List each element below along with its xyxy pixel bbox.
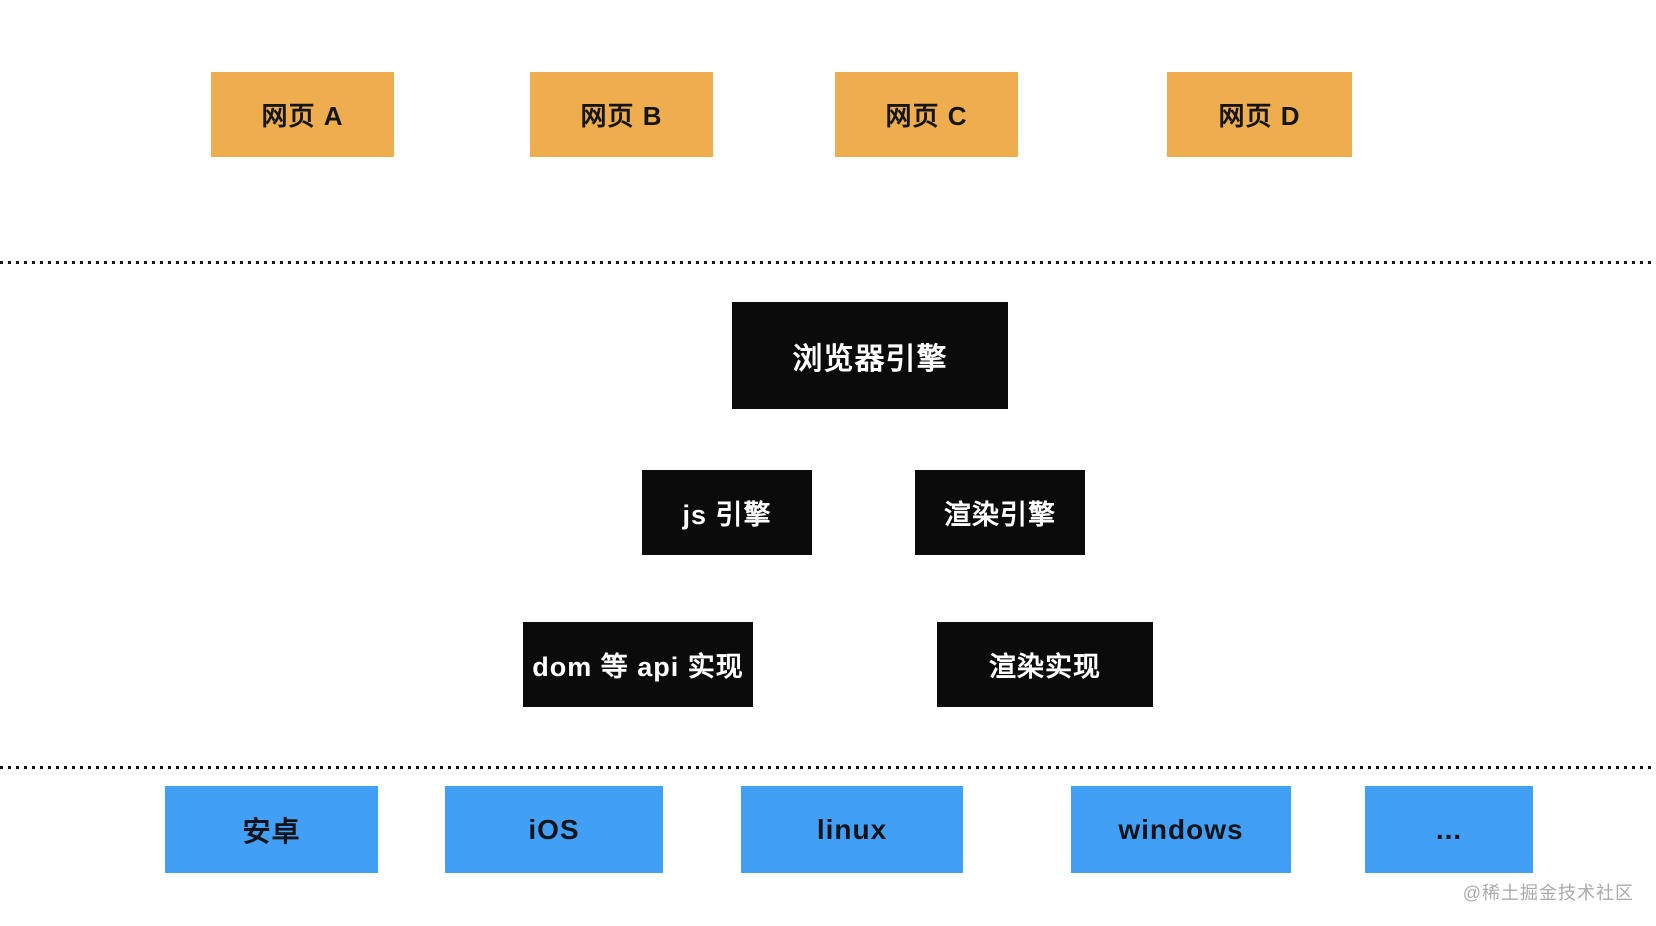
web-page-c-box: 网页 C	[835, 72, 1018, 157]
platform-windows-box: windows	[1071, 786, 1291, 873]
platform-linux-box: linux	[741, 786, 963, 873]
js-engine-box: js 引擎	[642, 470, 812, 555]
dotted-divider-top	[0, 261, 1656, 264]
web-page-b-box: 网页 B	[530, 72, 713, 157]
web-page-d-box: 网页 D	[1167, 72, 1352, 157]
platform-ios-box: iOS	[445, 786, 663, 873]
juejin-watermark: @稀土掘金技术社区	[1462, 883, 1634, 903]
browser-engine-box: 浏览器引擎	[732, 302, 1008, 409]
platform-android-box: 安卓	[165, 786, 378, 873]
render-engine-box: 渲染引擎	[915, 470, 1085, 555]
platform-ellipsis-box: ...	[1365, 786, 1533, 873]
dom-api-implementation-box: dom 等 api 实现	[523, 622, 753, 707]
web-page-a-box: 网页 A	[211, 72, 394, 157]
dotted-divider-bottom	[0, 766, 1656, 769]
render-implementation-box: 渲染实现	[937, 622, 1153, 707]
